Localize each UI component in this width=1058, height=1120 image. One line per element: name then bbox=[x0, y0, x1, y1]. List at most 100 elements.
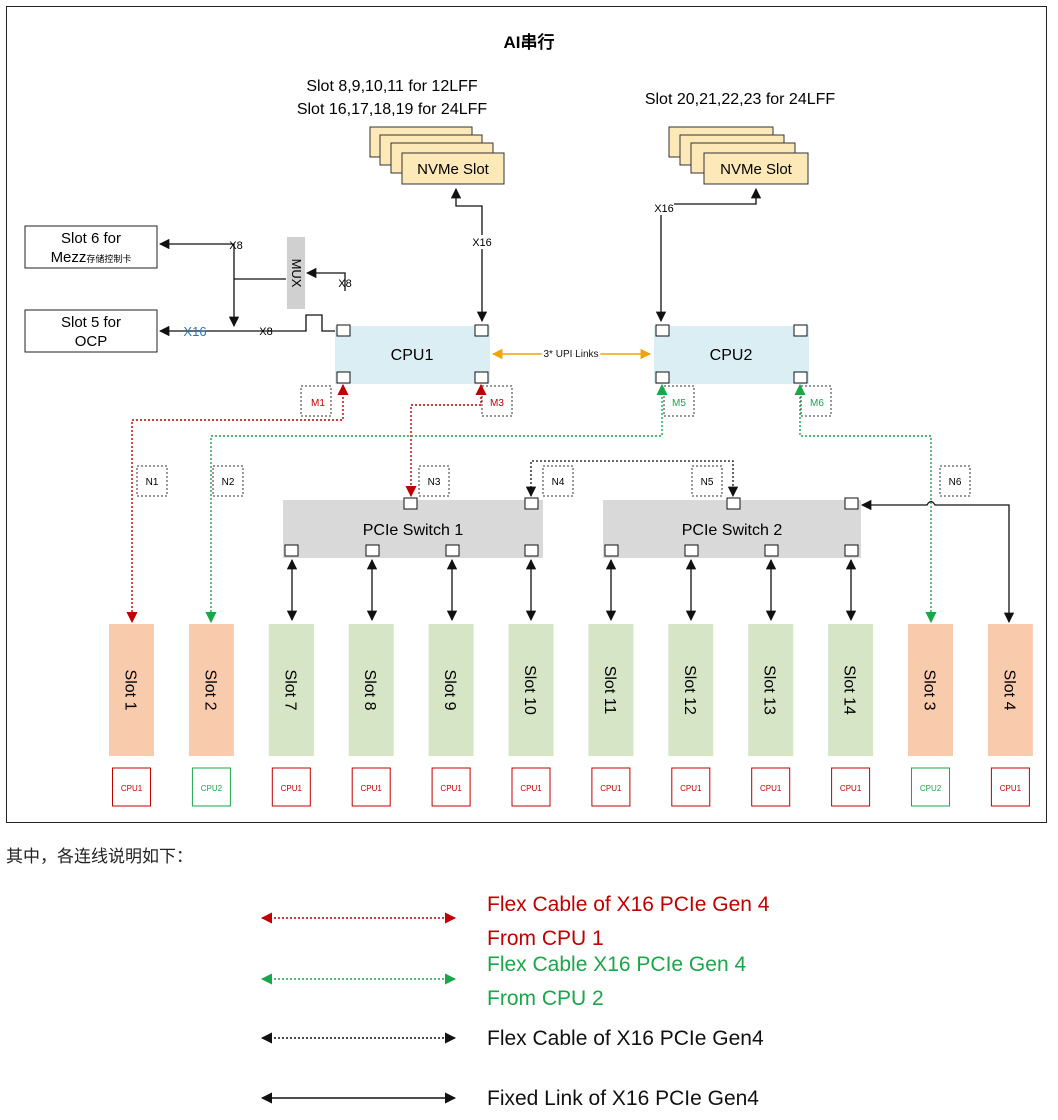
marker-n5: N5 bbox=[701, 477, 714, 488]
slot6-line2-suffix: 存储控制卡 bbox=[86, 253, 131, 264]
slot-label: Slot 1 bbox=[122, 670, 139, 711]
slot-body bbox=[428, 624, 474, 756]
mux-box bbox=[287, 237, 305, 309]
topology-diagram: AI串行 Slot 8,9,10,11 for 12LFF Slot 16,17… bbox=[6, 6, 1047, 823]
slot-cpu-label: CPU1 bbox=[760, 784, 782, 793]
link-x16-nvme2: X16 bbox=[654, 203, 674, 215]
slot-column: Slot 3 CPU2 bbox=[908, 624, 953, 807]
slot-label: Slot 7 bbox=[281, 670, 298, 711]
cpu1-box bbox=[335, 326, 490, 384]
marker-n3: N3 bbox=[428, 477, 441, 488]
marker-m5: M5 bbox=[672, 398, 686, 409]
slot-body bbox=[908, 624, 953, 756]
cpu2-box bbox=[654, 326, 809, 384]
nvme-slot-1-label: NVMe Slot bbox=[417, 161, 490, 178]
legend-red-line2: From CPU 1 bbox=[487, 927, 604, 950]
slot-cpu-badge bbox=[831, 767, 871, 807]
legend-red-text: Flex Cable of X16 PCIe Gen 4 From CPU 1 bbox=[487, 888, 770, 956]
slot-cpu-badge bbox=[591, 767, 631, 807]
slot-body bbox=[668, 624, 714, 756]
slot-body bbox=[987, 624, 1033, 756]
marker-m6: M6 bbox=[810, 398, 824, 409]
slot-cpu-label: CPU2 bbox=[920, 784, 942, 793]
slot-cpu-label: CPU1 bbox=[121, 784, 143, 793]
legend-green-line1: Flex Cable X16 PCIe Gen 4 bbox=[487, 953, 747, 976]
cpu-ports bbox=[336, 324, 808, 384]
slot-cpu-badge bbox=[431, 767, 471, 807]
slot-label: Slot 4 bbox=[1000, 670, 1017, 711]
link-x8-mux: X8 bbox=[338, 278, 351, 290]
legend-red-line1: Flex Cable of X16 PCIe Gen 4 bbox=[487, 893, 770, 916]
slot-column: Slot 1 CPU1 bbox=[109, 624, 154, 807]
legend-green-line2: From CPU 2 bbox=[487, 987, 604, 1010]
legend-solid-line1: Fixed Link of X16 PCIe Gen4 bbox=[487, 1087, 759, 1110]
marker-m1: M1 bbox=[311, 398, 325, 409]
nvme-group2-caption: Slot 20,21,22,23 for 24LFF bbox=[645, 91, 836, 108]
slot6-line1: Slot 6 for bbox=[61, 230, 121, 247]
nvme-slot-2-label: NVMe Slot bbox=[720, 161, 793, 178]
slot-label: Slot 13 bbox=[761, 665, 778, 715]
slot-cpu-badge bbox=[990, 767, 1030, 807]
flex-cables-cpu2 bbox=[205, 383, 937, 624]
slot-column: Slot 8 CPU1 bbox=[348, 624, 394, 807]
marker-n4: N4 bbox=[552, 477, 565, 488]
legend-caption: 其中，各连线说明如下： bbox=[6, 847, 193, 867]
legend-dotted-line1: Flex Cable of X16 PCIe Gen4 bbox=[487, 1027, 764, 1050]
slot-cpu-label: CPU1 bbox=[361, 784, 383, 793]
slot-cpu-label: CPU1 bbox=[1000, 784, 1022, 793]
marker-n2: N2 bbox=[222, 477, 235, 488]
legend-green-text: Flex Cable X16 PCIe Gen 4 From CPU 2 bbox=[487, 948, 746, 1016]
slot-cpu-badge bbox=[511, 767, 551, 807]
slot-body bbox=[268, 624, 314, 756]
slot-cpu-badge bbox=[191, 767, 231, 807]
nvme-slot-2 bbox=[703, 152, 809, 185]
slot-label: Slot 11 bbox=[601, 666, 618, 715]
nvme-links bbox=[450, 187, 762, 323]
slot5-line2: OCP bbox=[75, 333, 108, 350]
legend-arrows bbox=[260, 912, 457, 1104]
slot-body bbox=[828, 624, 874, 756]
link-x8-ocp: X8 bbox=[259, 326, 272, 338]
marker-n6: N6 bbox=[949, 477, 962, 488]
slot-column: Slot 12 CPU1 bbox=[668, 624, 714, 807]
slot6-line2-main: Mezz bbox=[51, 249, 87, 266]
slot-body bbox=[109, 624, 154, 756]
link-x16-nvme1: X16 bbox=[472, 237, 492, 249]
slot-cpu-badge bbox=[911, 767, 950, 807]
fixed-links bbox=[286, 558, 857, 622]
slot-cpu-label: CPU1 bbox=[600, 784, 622, 793]
mux-label: MUX bbox=[289, 259, 304, 288]
slot-cpu-badge bbox=[271, 767, 311, 807]
slot-label: Slot 3 bbox=[921, 670, 938, 711]
slot6-line2: Mezz存储控制卡 bbox=[51, 249, 132, 266]
slot-label: Slot 12 bbox=[681, 665, 698, 715]
slot-cpu-label: CPU2 bbox=[201, 784, 223, 793]
slot-column: Slot 11 CPU1 bbox=[588, 624, 634, 807]
slot-label: Slot 8 bbox=[361, 670, 378, 711]
marker-m3: M3 bbox=[490, 398, 504, 409]
slot-cpu-badge bbox=[671, 767, 711, 807]
cpu1-label: CPU1 bbox=[391, 347, 434, 364]
marker-n1: N1 bbox=[146, 477, 159, 488]
pcie-switch-1-label: PCIe Switch 1 bbox=[363, 522, 464, 539]
flex-cable-switch bbox=[525, 460, 739, 498]
legend-solid-text: Fixed Link of X16 PCIe Gen4 bbox=[487, 1082, 759, 1116]
mux-wiring bbox=[158, 238, 346, 337]
slot5-box bbox=[24, 309, 158, 353]
slot-body bbox=[348, 624, 394, 756]
slot-cpu-badge bbox=[351, 767, 391, 807]
slot-column: Slot 4 CPU1 bbox=[987, 624, 1033, 807]
slot-label: Slot 10 bbox=[521, 665, 538, 715]
slot-cpu-badge bbox=[751, 767, 791, 807]
slot5-line1: Slot 5 for bbox=[61, 314, 121, 331]
slot-label: Slot 14 bbox=[841, 665, 858, 715]
upi-label: 3* UPI Links bbox=[543, 349, 598, 360]
slot-body bbox=[588, 624, 634, 756]
slot-cpu-label: CPU1 bbox=[680, 784, 702, 793]
slot-cpu-label: CPU1 bbox=[281, 784, 303, 793]
diagram-title: AI串行 bbox=[504, 32, 555, 52]
